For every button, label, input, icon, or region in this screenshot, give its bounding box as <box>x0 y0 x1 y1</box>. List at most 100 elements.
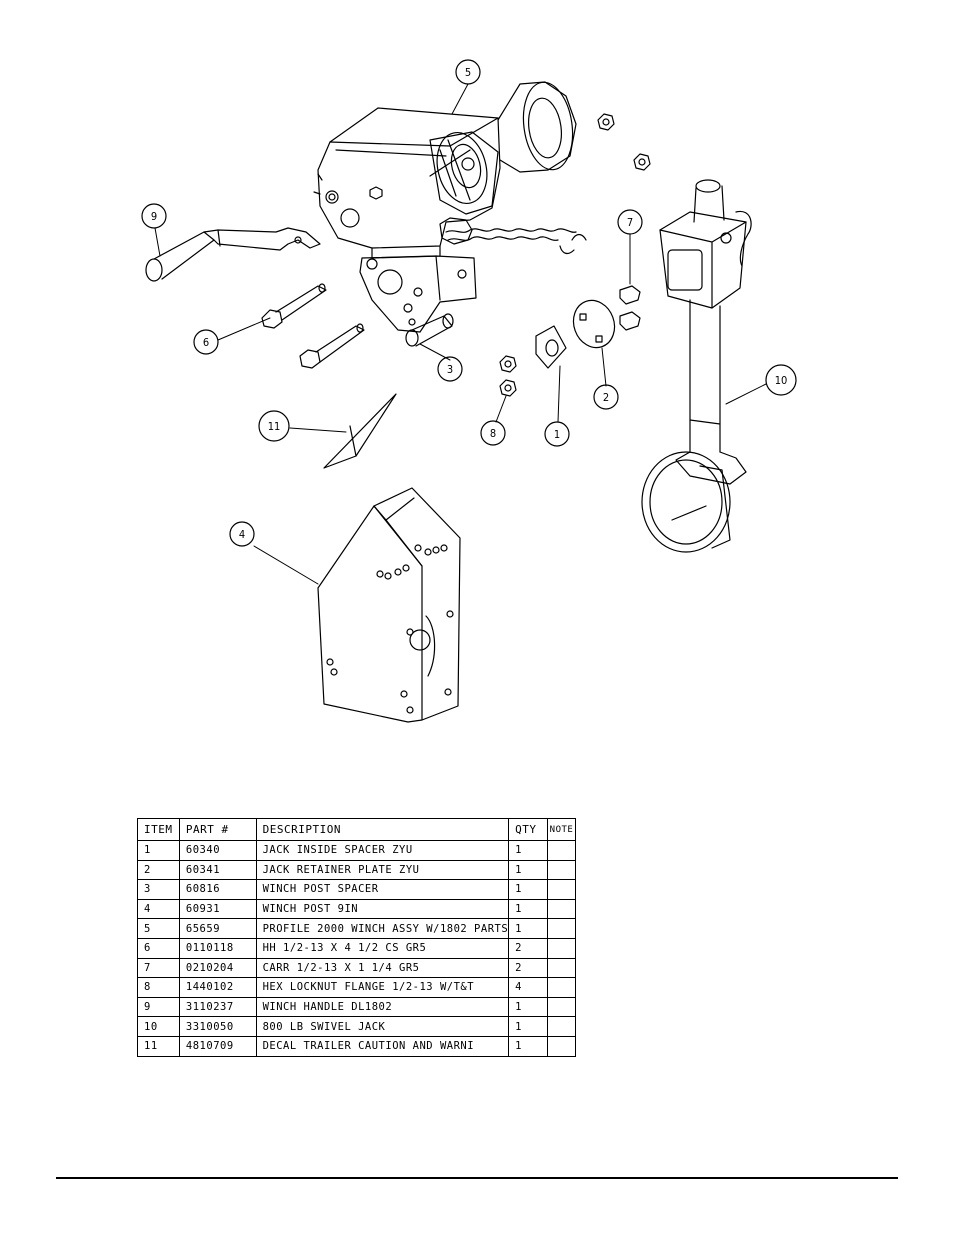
callout-11: 11 <box>258 410 290 442</box>
cell-qty: 1 <box>508 996 549 1018</box>
cell-note <box>547 859 576 881</box>
cell-qty: 1 <box>508 859 549 881</box>
cell-item: 1 <box>137 840 180 861</box>
cell-qty: 1 <box>508 898 549 920</box>
cell-part: 0110118 <box>178 937 257 959</box>
winch-post <box>317 487 461 723</box>
cell-part: 65659 <box>178 918 257 939</box>
cell-part: 3310050 <box>178 1016 257 1037</box>
cell-qty: 1 <box>508 1035 549 1057</box>
svg-text:8: 8 <box>490 427 496 440</box>
winch-post-spacer <box>405 313 454 347</box>
cell-item: 11 <box>137 1035 180 1057</box>
svg-text:6: 6 <box>203 336 209 349</box>
cell-item: 5 <box>137 918 180 939</box>
winch-handle <box>145 227 321 282</box>
callout-6: 6 <box>193 329 219 355</box>
cell-description: DECAL TRAILER CAUTION AND WARNI <box>255 1035 510 1057</box>
caution-decal <box>323 393 397 469</box>
cell-note <box>547 977 576 998</box>
cell-part: 60341 <box>178 859 257 881</box>
cell-item: 3 <box>137 879 180 900</box>
svg-text:2: 2 <box>603 391 609 404</box>
bom-header-row: ITEM PART # DESCRIPTION QTY NOTE <box>137 818 576 841</box>
callout-7: 7 <box>617 209 643 235</box>
cell-part: 3110237 <box>178 996 257 1018</box>
callout-4: 4 <box>229 521 255 547</box>
cell-description: HEX LOCKNUT FLANGE 1/2-13 W/T&T <box>255 977 510 998</box>
cell-note <box>547 879 576 900</box>
hex-bolts <box>261 283 365 369</box>
cell-note <box>547 1035 576 1057</box>
cell-item: 7 <box>137 957 180 979</box>
cell-description: WINCH HANDLE DL1802 <box>255 996 510 1018</box>
cell-note <box>547 937 576 959</box>
header-note: NOTE <box>547 818 576 841</box>
svg-text:7: 7 <box>627 216 633 229</box>
carriage-bolts <box>619 285 641 331</box>
cell-qty: 1 <box>508 879 549 900</box>
svg-text:10: 10 <box>775 374 788 387</box>
cell-note <box>547 1016 576 1037</box>
cell-qty: 4 <box>508 977 549 998</box>
cell-note <box>547 898 576 920</box>
cell-qty: 2 <box>508 957 549 979</box>
cell-part: 60340 <box>178 840 257 861</box>
jack-retainer-plate <box>572 299 616 349</box>
swivel-jack <box>641 179 752 553</box>
svg-text:5: 5 <box>465 66 471 79</box>
cell-item: 8 <box>137 977 180 998</box>
callout-9: 9 <box>141 203 167 229</box>
cell-note <box>547 957 576 979</box>
winch-assembly <box>313 81 587 333</box>
callout-8: 8 <box>480 420 506 446</box>
header-qty: QTY <box>508 818 549 841</box>
cell-qty: 1 <box>508 840 549 861</box>
cell-note <box>547 840 576 861</box>
cell-part: 60931 <box>178 898 257 920</box>
callout-2: 2 <box>593 384 619 410</box>
hex-locknuts <box>499 113 651 397</box>
cell-description: JACK RETAINER PLATE ZYU <box>255 859 510 881</box>
jack-inside-spacer <box>535 325 567 369</box>
cell-part: 1440102 <box>178 977 257 998</box>
svg-text:3: 3 <box>447 363 453 376</box>
cell-item: 6 <box>137 937 180 959</box>
cell-description: PROFILE 2000 WINCH ASSY W/1802 PARTS <box>255 918 510 939</box>
cell-description: CARR 1/2-13 X 1 1/4 GR5 <box>255 957 510 979</box>
header-part: PART # <box>178 818 257 841</box>
cell-qty: 2 <box>508 937 549 959</box>
callout-3: 3 <box>437 356 463 382</box>
header-description: DESCRIPTION <box>255 818 510 841</box>
header-item: ITEM <box>137 818 180 841</box>
svg-text:9: 9 <box>151 210 157 223</box>
callout-1: 1 <box>544 421 570 447</box>
callout-10: 10 <box>765 364 797 396</box>
leader-lines <box>154 83 767 585</box>
svg-text:1: 1 <box>554 428 560 441</box>
cell-item: 9 <box>137 996 180 1018</box>
cell-description: HH 1/2-13 X 4 1/2 CS GR5 <box>255 937 510 959</box>
cell-description: JACK INSIDE SPACER ZYU <box>255 840 510 861</box>
cell-part: 0210204 <box>178 957 257 979</box>
cell-item: 2 <box>137 859 180 881</box>
cell-part: 60816 <box>178 879 257 900</box>
cell-note <box>547 918 576 939</box>
cell-item: 4 <box>137 898 180 920</box>
cell-qty: 1 <box>508 918 549 939</box>
cell-description: WINCH POST SPACER <box>255 879 510 900</box>
cell-note <box>547 996 576 1018</box>
footer-divider <box>56 1177 898 1179</box>
cell-item: 10 <box>137 1016 180 1037</box>
